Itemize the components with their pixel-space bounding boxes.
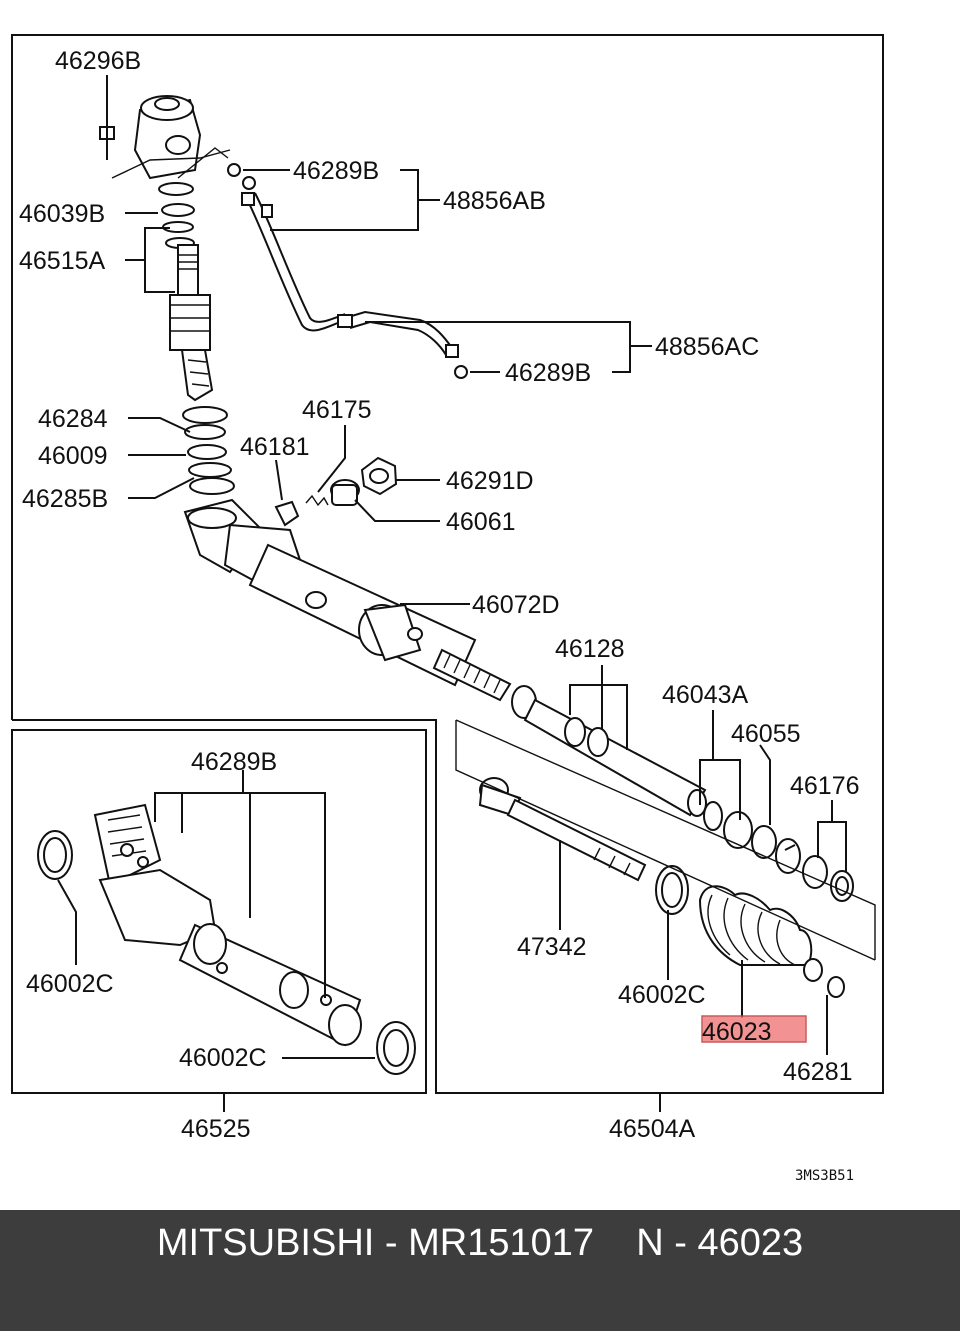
label-46289B-top: 46289B xyxy=(293,157,379,185)
diagram-code: 3MS3B51 xyxy=(795,1168,854,1184)
pinion-shaft xyxy=(169,244,214,402)
label-46181: 46181 xyxy=(240,433,310,461)
label-48856AB: 48856AB xyxy=(443,187,546,215)
yoke-parts xyxy=(274,456,398,527)
pressure-tube-48856AB xyxy=(227,163,346,332)
inset-frame-46525 xyxy=(11,729,427,1094)
label-46289B-inset: 46289B xyxy=(191,748,277,776)
footer-bar xyxy=(0,1210,960,1331)
label-46072D: 46072D xyxy=(472,591,560,619)
rack-housing xyxy=(183,498,707,817)
label-46043A: 46043A xyxy=(662,681,749,709)
label-46128: 46128 xyxy=(555,635,625,663)
footer-title: MITSUBISHI - MR151017 N - 46023 xyxy=(156,1222,804,1264)
bellows-boot xyxy=(655,865,845,998)
pressure-tube-48856AC xyxy=(337,310,468,379)
label-48856AC: 48856AC xyxy=(655,333,759,361)
highlight-46023 xyxy=(701,1015,807,1043)
label-46515A: 46515A xyxy=(19,247,106,275)
label-46039B: 46039B xyxy=(19,200,105,228)
label-46002C-inset: 46002C xyxy=(179,1044,267,1072)
inset-housing xyxy=(37,803,416,1075)
label-46281: 46281 xyxy=(783,1058,853,1086)
label-46525: 46525 xyxy=(181,1115,251,1143)
label-46055: 46055 xyxy=(731,720,801,748)
lower-bearings xyxy=(182,406,235,495)
label-46002C-right: 46002C xyxy=(618,981,706,1009)
leader-lines xyxy=(57,75,847,1112)
pinion-rings xyxy=(158,182,195,249)
label-46504A: 46504A xyxy=(609,1115,696,1143)
label-46284: 46284 xyxy=(38,405,108,433)
label-46175: 46175 xyxy=(302,396,372,424)
kit-outline-46504A xyxy=(455,720,876,961)
tie-rod xyxy=(478,777,647,882)
label-46002C-left: 46002C xyxy=(26,970,114,998)
valve-housing xyxy=(99,95,231,180)
kit-outline-46504A-b xyxy=(455,719,876,960)
label-46285B: 46285B xyxy=(22,485,108,513)
label-46176: 46176 xyxy=(790,772,860,800)
label-46289B-mid: 46289B xyxy=(505,359,591,387)
label-46061: 46061 xyxy=(446,508,516,536)
label-46009: 46009 xyxy=(38,442,108,470)
label-46023: 46023 xyxy=(702,1018,772,1046)
label-47342: 47342 xyxy=(517,933,587,961)
label-46291D: 46291D xyxy=(446,467,534,495)
part-labels: 46296B 46289B 48856AB 46039B 46515A 4885… xyxy=(19,47,860,1184)
main-frame xyxy=(11,34,884,1094)
label-46296B: 46296B xyxy=(55,47,141,75)
parts-diagram: 46296B 46289B 48856AB 46039B 46515A 4885… xyxy=(11,34,884,1184)
